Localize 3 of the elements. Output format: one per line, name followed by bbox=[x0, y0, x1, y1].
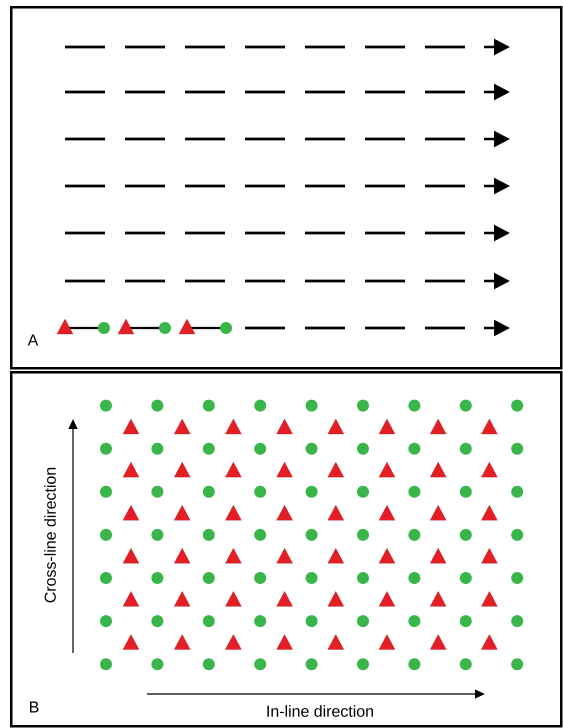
panel: A bbox=[10, 6, 562, 370]
axis-label: In-line direction bbox=[267, 705, 373, 717]
axis-label: Cross-line direction bbox=[44, 468, 56, 602]
